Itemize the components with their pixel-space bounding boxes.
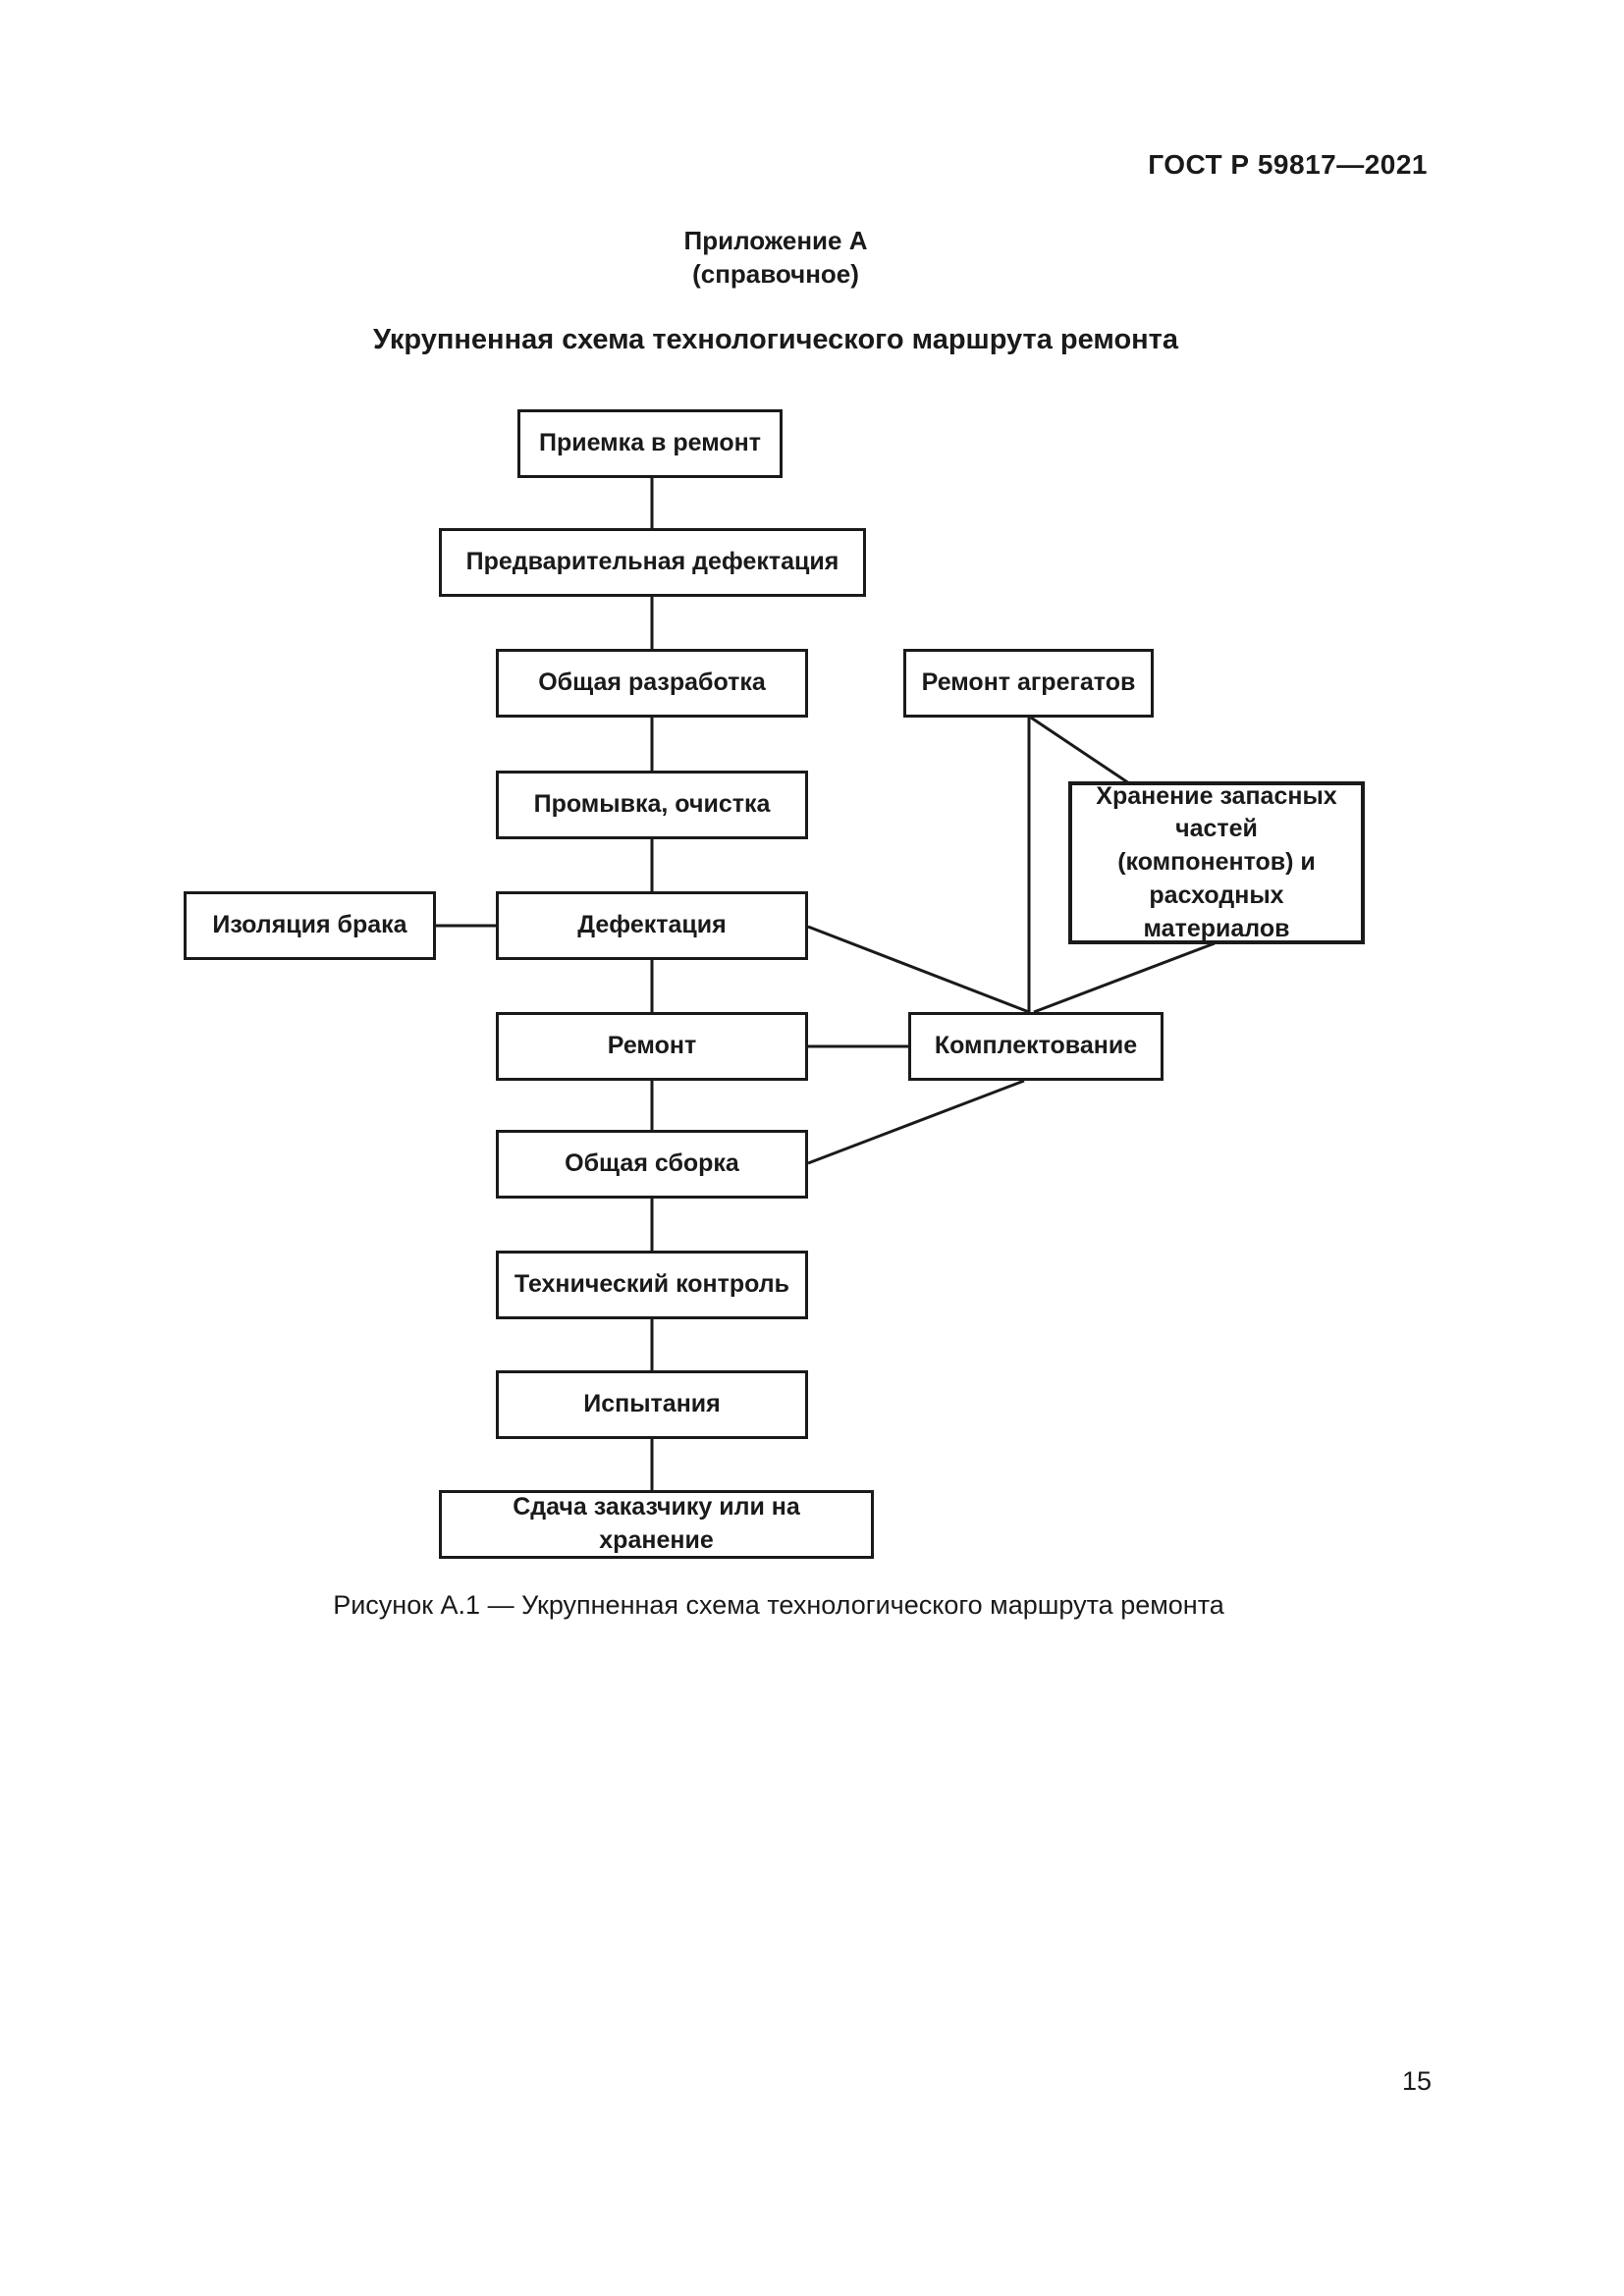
- node-promyvka: Промывка, очистка: [496, 771, 808, 839]
- node-priemka-label: Приемка в ремонт: [539, 429, 761, 457]
- node-khranenie-label: Хранение запасных частей (компонентов) и…: [1096, 781, 1337, 942]
- node-komplektovanie-label: Комплектование: [934, 1032, 1138, 1060]
- scheme-title: Укрупненная схема технологического маршр…: [372, 324, 1178, 355]
- node-promyvka-label: Промывка, очистка: [533, 790, 771, 819]
- node-ispytaniya-label: Испытания: [583, 1390, 721, 1418]
- node-khranenie: Хранение запасных частей (компонентов) и…: [1068, 781, 1365, 944]
- node-remont-label: Ремонт: [607, 1032, 697, 1060]
- node-remont-agregatov-label: Ремонт агрегатов: [921, 668, 1136, 697]
- figure-caption: Рисунок А.1 — Укрупненная схема технолог…: [333, 1590, 1224, 1620]
- node-izolyatsiya-braka-label: Изоляция брака: [212, 911, 407, 939]
- appendix-label: Приложение А: [683, 226, 868, 255]
- connector-komplektovanie-sborka: [807, 1079, 1025, 1165]
- connector-defektatsiya-komplektovanie: [807, 925, 1030, 1014]
- node-remont: Ремонт: [496, 1012, 808, 1081]
- node-priemka: Приемка в ремонт: [517, 409, 783, 478]
- node-sdacha: Сдача заказчику или на хранение: [439, 1490, 874, 1559]
- node-komplektovanie: Комплектование: [908, 1012, 1164, 1081]
- connector-agregaty-khranenie: [1030, 716, 1130, 785]
- appendix-kind: (справочное): [692, 259, 859, 290]
- node-ispytaniya: Испытания: [496, 1370, 808, 1439]
- node-obshchaya-sborka: Общая сборка: [496, 1130, 808, 1199]
- connector-khranenie-komplektovanie: [1033, 941, 1216, 1014]
- node-obshchaya-razrabotka: Общая разработка: [496, 649, 808, 718]
- node-sdacha-label: Сдача заказчику или на хранение: [513, 1493, 800, 1554]
- node-remont-agregatov: Ремонт агрегатов: [903, 649, 1154, 718]
- node-defektatsiya-label: Дефектация: [577, 911, 727, 939]
- appendix-heading: Приложение А (справочное): [157, 224, 1394, 292]
- node-pred-defektatsiya-label: Предварительная дефектация: [465, 548, 839, 576]
- node-obshchaya-sborka-label: Общая сборка: [565, 1149, 739, 1178]
- standard-number-header: ГОСТ Р 59817—2021: [1148, 149, 1428, 180]
- node-defektatsiya: Дефектация: [496, 891, 808, 960]
- node-obshchaya-razrabotka-label: Общая разработка: [538, 668, 766, 697]
- node-tekhnicheskiy-kontrol: Технический контроль: [496, 1251, 808, 1319]
- page-number: 15: [1401, 2066, 1432, 2096]
- node-tekhnicheskiy-kontrol-label: Технический контроль: [514, 1270, 790, 1299]
- node-pred-defektatsiya: Предварительная дефектация: [439, 528, 866, 597]
- node-izolyatsiya-braka: Изоляция брака: [184, 891, 436, 960]
